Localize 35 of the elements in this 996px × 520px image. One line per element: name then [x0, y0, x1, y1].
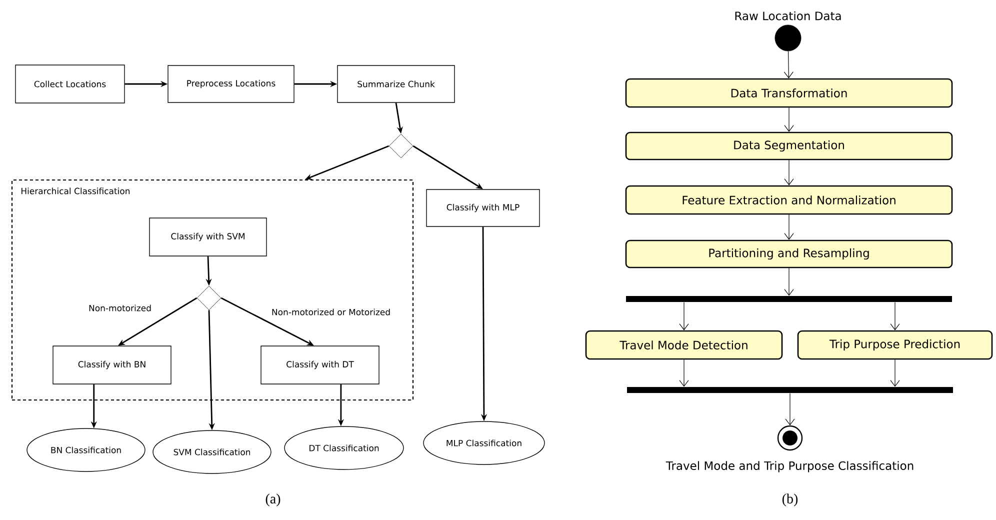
sync-bar	[627, 387, 953, 393]
arrow	[890, 359, 900, 387]
state-caption: Travel Mode and Trip Purpose Classification	[666, 461, 914, 472]
process-box: Classify with MLP	[426, 189, 540, 227]
process-box: Classify with SVM	[149, 218, 267, 256]
arrow	[784, 214, 794, 240]
activity-box: Trip Purpose Prediction	[797, 330, 993, 360]
arrow	[679, 359, 689, 387]
arrow	[784, 160, 794, 186]
activity-box: Data Segmentation	[625, 132, 953, 160]
decision-diamond	[388, 134, 414, 158]
process-box: Preprocess Locations	[168, 65, 294, 103]
subfigure-label: (a)	[266, 494, 280, 506]
arrow	[784, 268, 794, 296]
subfigure-label: (b)	[782, 494, 798, 506]
activity-box: Data Transformation	[625, 78, 953, 108]
process-box: Classify with DT	[260, 346, 380, 384]
arrow	[784, 107, 794, 132]
sync-bar	[626, 296, 952, 302]
arrow	[890, 302, 900, 330]
arrow	[784, 50, 794, 78]
start-circle	[774, 24, 802, 52]
process-box: Collect Locations	[15, 64, 125, 104]
state-caption: Raw Location Data	[735, 11, 841, 20]
activity-box: Travel Mode Detection	[585, 330, 783, 360]
arrow	[679, 302, 689, 330]
activity-box: Partitioning and Resampling	[625, 240, 953, 268]
edge-label: Non-motorized or Motorized	[270, 308, 392, 316]
arrow	[785, 392, 795, 426]
activity-box: Feature Extraction and Normalization	[625, 185, 953, 215]
edge-label: Non-motorized	[88, 304, 152, 312]
end-circle	[777, 425, 803, 451]
process-box: Classify with BN	[52, 346, 172, 384]
decision-diamond	[196, 286, 222, 310]
process-box: Summarize Chunk	[337, 65, 455, 103]
